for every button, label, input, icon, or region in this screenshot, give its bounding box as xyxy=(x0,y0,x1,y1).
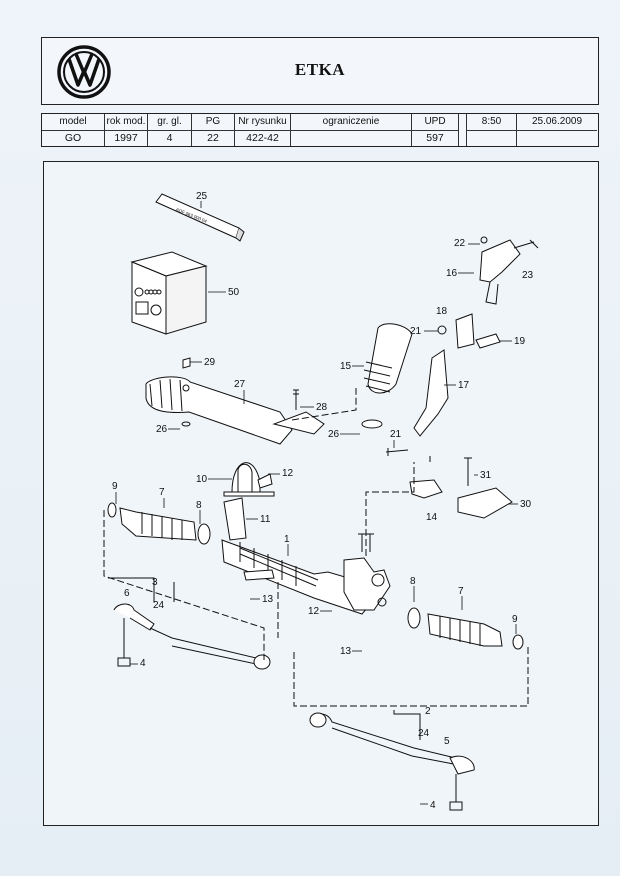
pg-cell: PG 22 xyxy=(192,114,235,146)
model-cell: model GO xyxy=(42,114,105,146)
callout-22: 22 xyxy=(454,238,466,249)
model-label: model xyxy=(59,116,87,127)
time-value: 8:50 xyxy=(481,116,502,127)
left-bellows xyxy=(107,502,211,545)
callout-20: 21 xyxy=(410,326,422,337)
callout-7-left: 7 xyxy=(159,487,165,498)
left-tie-rod xyxy=(113,603,271,670)
callout-labels: 25 50 29 27 28 26 10 12 11 1 9 7 8 3 6 2… xyxy=(112,191,534,811)
drawing-cell: Nr rysunku 422-42 xyxy=(235,114,291,146)
steering-rack-diagram: AOF 063 000 04 xyxy=(103,191,539,811)
callout-29: 28 xyxy=(316,402,328,413)
callout-16: 16 xyxy=(446,268,458,279)
callout-3: 3 xyxy=(152,577,158,588)
callout-31: 30 xyxy=(520,499,532,510)
steering-rack xyxy=(221,533,391,615)
callout-8-right: 8 xyxy=(410,576,416,587)
callout-30: 29 xyxy=(204,357,216,368)
callout-13-right: 13 xyxy=(340,646,352,657)
callout-4-right: 4 xyxy=(430,800,436,811)
callout-1: 1 xyxy=(284,534,290,545)
heat-shield xyxy=(145,376,325,445)
exploded-diagram: AOF 063 000 04 xyxy=(43,161,599,826)
intermediate-shaft xyxy=(437,313,501,349)
restriction-cell: ograniczenie xyxy=(291,114,412,146)
date-value: 25.06.2009 xyxy=(531,116,583,127)
group-value: 4 xyxy=(166,132,173,144)
callout-12-top: 12 xyxy=(282,468,294,479)
group-label: gr. gl. xyxy=(157,116,182,127)
restriction-label: ograniczenie xyxy=(322,116,380,127)
callout-26: 26 xyxy=(328,429,340,440)
callout-28: 26 xyxy=(156,424,168,435)
callout-27: 27 xyxy=(234,379,246,390)
callout-24-left: 24 xyxy=(153,600,165,611)
callout-50: 50 xyxy=(228,287,240,298)
callout-10: 10 xyxy=(196,474,208,485)
callout-8-left: 8 xyxy=(196,500,202,511)
page-title: ETKA xyxy=(294,60,346,79)
year-label: rok mod. xyxy=(106,116,146,127)
right-bellows xyxy=(407,607,524,650)
header-box: ETKA xyxy=(41,37,599,105)
upd-value: 597 xyxy=(426,132,444,144)
callout-14: 14 xyxy=(426,512,438,523)
callout-9-right: 9 xyxy=(512,614,518,625)
drawing-value: 422-42 xyxy=(246,132,279,144)
pg-value: 22 xyxy=(207,132,219,144)
callout-4-left: 4 xyxy=(140,658,146,669)
right-tie-rod xyxy=(309,712,475,811)
info-table: model GO rok mod. 1997 gr. gl. 4 PG 22 N… xyxy=(41,113,599,147)
callout-7-right: 7 xyxy=(458,586,464,597)
date-cell: 25.06.2009 xyxy=(517,114,597,146)
drawing-label: Nr rysunku xyxy=(238,116,287,127)
vw-logo-icon xyxy=(57,45,111,99)
callout-19: 19 xyxy=(514,336,526,347)
callout-12-bottom: 12 xyxy=(308,606,320,617)
callout-13-left: 13 xyxy=(262,594,274,605)
universal-joint xyxy=(479,236,539,305)
callout-2: 2 xyxy=(425,706,431,717)
upd-label: UPD xyxy=(424,116,446,127)
pg-label: PG xyxy=(205,116,221,127)
year-value: 1997 xyxy=(114,132,138,144)
lower-joint xyxy=(385,349,449,456)
callout-11: 11 xyxy=(260,514,271,525)
callout-18: 18 xyxy=(436,306,448,317)
parts-box xyxy=(130,251,208,335)
callout-25: 25 xyxy=(196,191,208,202)
spacer-cell xyxy=(459,114,467,146)
callout-9-left: 9 xyxy=(112,481,118,492)
callout-6: 6 xyxy=(124,588,130,599)
model-value: GO xyxy=(64,132,82,144)
callout-24-right: 24 xyxy=(418,728,430,739)
steering-boot xyxy=(361,323,413,429)
time-cell: 8:50 xyxy=(467,114,517,146)
callout-21: 21 xyxy=(390,429,402,440)
callout-5: 5 xyxy=(444,736,450,747)
year-cell: rok mod. 1997 xyxy=(105,114,148,146)
callout-15: 15 xyxy=(340,361,352,372)
upd-cell: UPD 597 xyxy=(412,114,459,146)
group-cell: gr. gl. 4 xyxy=(148,114,192,146)
callout-32: 31 xyxy=(480,470,492,481)
callout-17: 17 xyxy=(458,380,470,391)
callout-23: 23 xyxy=(522,270,534,281)
